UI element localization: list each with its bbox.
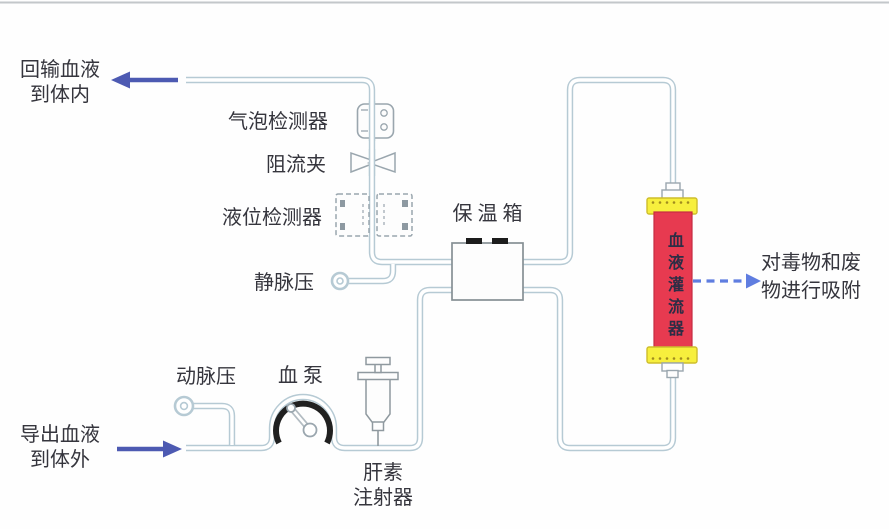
return-blood-line1: 回输血液 bbox=[20, 59, 100, 81]
flow-clamp-label: 阻流夹 bbox=[266, 154, 326, 176]
arterial-pressure-label: 动脉压 bbox=[176, 366, 236, 388]
warming-box bbox=[451, 238, 524, 301]
venous-pressure-label: 静脉压 bbox=[254, 272, 314, 294]
export-arrow-icon bbox=[117, 440, 182, 458]
return-arrow-icon bbox=[111, 71, 178, 89]
arterial-pressure-sensor-icon bbox=[173, 395, 195, 417]
blood-pump-icon bbox=[273, 400, 333, 445]
export-blood-label: 导出血液 到体外 bbox=[12, 423, 108, 473]
heparin-injector-label: 肝素 注射器 bbox=[344, 461, 422, 511]
heparin-line2: 注射器 bbox=[353, 487, 413, 509]
tubing bbox=[186, 76, 677, 452]
export-blood-line2: 到体外 bbox=[30, 449, 90, 471]
bubble-detector-label: 气泡检测器 bbox=[228, 111, 328, 133]
heparin-syringe-icon bbox=[357, 356, 399, 446]
perfusion-cartridge-label: 血液灌流器 bbox=[665, 232, 682, 342]
perfusion-cartridge bbox=[646, 182, 698, 379]
adsorption-note-line1: 对毒物和废 bbox=[761, 252, 861, 274]
adsorption-note-line2: 物进行吸附 bbox=[761, 280, 861, 302]
venous-pressure-sensor-icon bbox=[330, 271, 350, 291]
adsorption-note-label: 对毒物和废 物进行吸附 bbox=[750, 249, 872, 305]
return-blood-line2: 到体内 bbox=[30, 84, 90, 106]
return-blood-label: 回输血液 到体内 bbox=[12, 58, 108, 108]
warming-box-label: 保温箱 bbox=[452, 203, 528, 225]
flow-clamp-icon bbox=[350, 149, 396, 176]
blood-pump-label: 血泵 bbox=[278, 365, 328, 387]
bubble-detector-icon bbox=[356, 101, 395, 141]
export-blood-line1: 导出血液 bbox=[20, 424, 100, 446]
level-detector-label: 液位检测器 bbox=[222, 207, 322, 229]
level-detector-icon bbox=[335, 193, 413, 237]
heparin-line1: 肝素 bbox=[363, 462, 403, 484]
adsorption-dashed-arrow-icon bbox=[693, 273, 761, 289]
